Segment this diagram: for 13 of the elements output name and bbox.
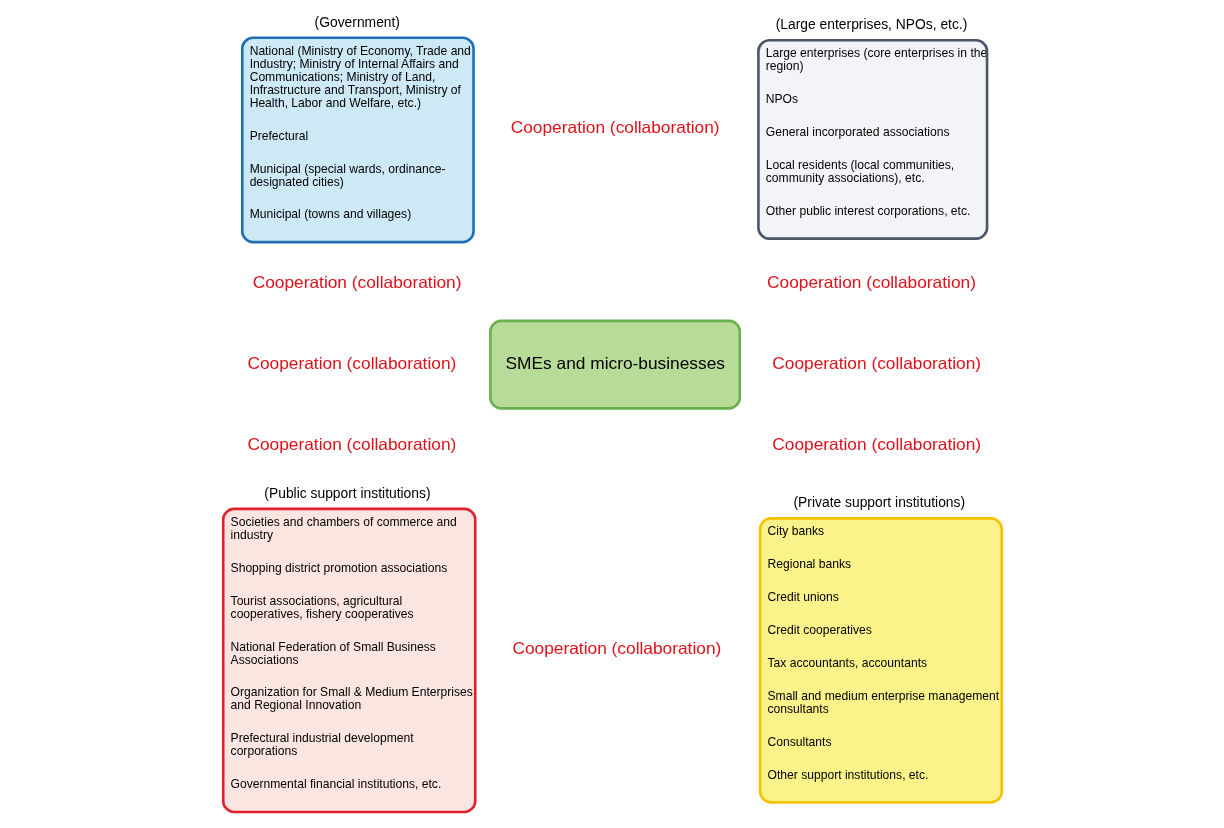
node-label: (Public support institutions) [263, 484, 431, 501]
label: Cooperation (collaboration) [771, 352, 981, 373]
label: Cooperation (collaboration) [246, 433, 456, 454]
label: Cooperation (collaboration) [766, 272, 976, 292]
label: Cooperation (collaboration) [511, 637, 721, 658]
label: Cooperation (collaboration) [771, 433, 981, 454]
node-label: (Large enterprises, NPOs, etc.) [775, 16, 967, 33]
label: Cooperation (collaboration) [252, 272, 462, 292]
node-label: (Government) [314, 13, 400, 30]
label: Cooperation (collaboration) [510, 117, 720, 138]
node-label: (Private support institutions) [793, 494, 965, 511]
node-box: SMEs and micro-businesses [488, 319, 741, 410]
label: Cooperation (collaboration) [246, 352, 456, 373]
